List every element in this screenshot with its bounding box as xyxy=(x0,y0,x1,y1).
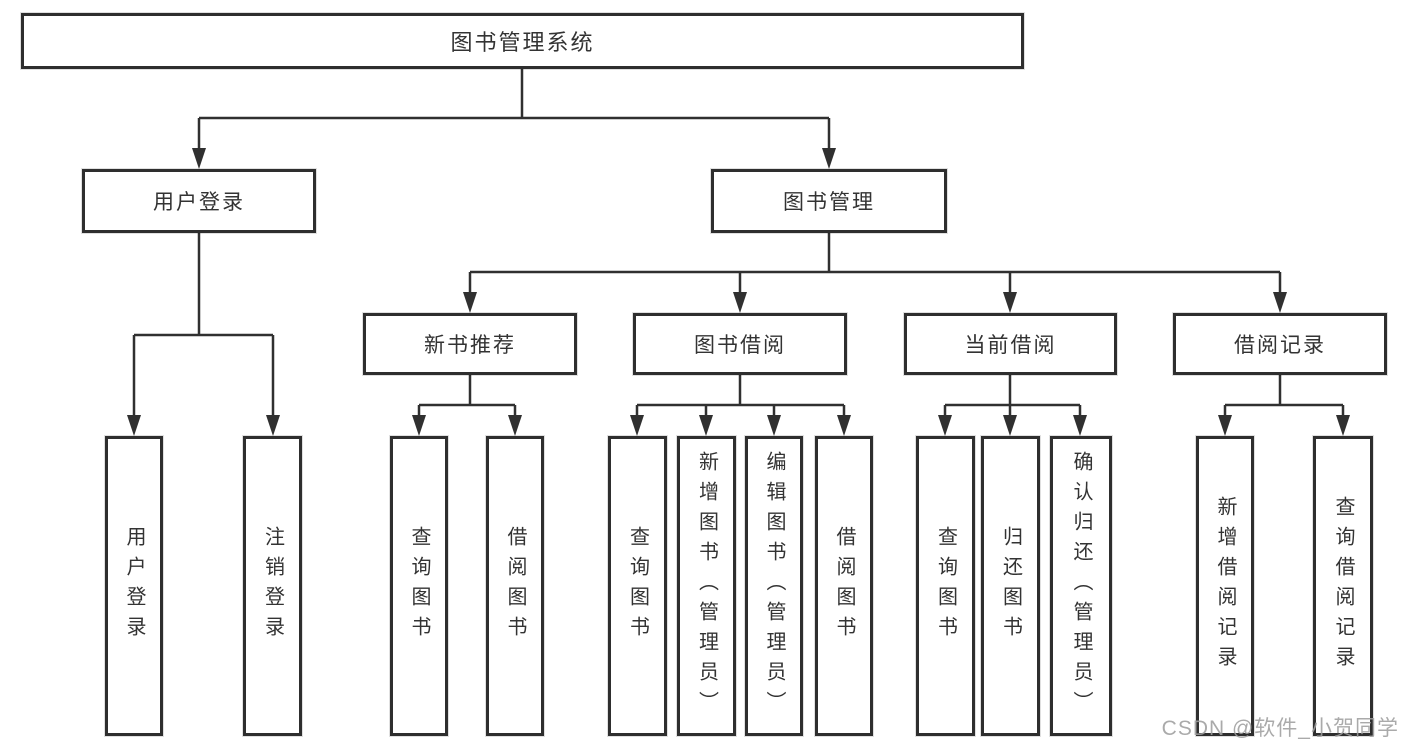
node-book-management: 图书管理 xyxy=(711,169,947,233)
node-new-book-recommend: 新书推荐 xyxy=(363,313,577,375)
connector-records-to-leaves xyxy=(1218,375,1350,436)
leaf-records-add-record: 新增借阅记录 xyxy=(1196,436,1254,736)
connector-management-to-level3 xyxy=(463,233,1287,313)
connector-recommend-to-leaves xyxy=(412,375,522,436)
node-current-borrow: 当前借阅 xyxy=(904,313,1117,375)
leaf-current-query-books: 查询图书 xyxy=(916,436,975,736)
connector-borrow-to-leaves xyxy=(630,375,851,436)
leaf-current-return-books: 归还图书 xyxy=(981,436,1040,736)
leaf-user-login: 用户登录 xyxy=(105,436,163,736)
leaf-borrow-query-books: 查询图书 xyxy=(608,436,667,736)
node-book-management-system: 图书管理系统 xyxy=(21,13,1024,69)
node-user-login: 用户登录 xyxy=(82,169,316,233)
connector-login-to-leaves xyxy=(127,233,280,436)
connector-root-to-level2 xyxy=(192,69,836,169)
leaf-borrow-add-books-admin: 新增图书（管理员） xyxy=(677,436,736,736)
leaf-records-query-record: 查询借阅记录 xyxy=(1313,436,1373,736)
node-book-borrow: 图书借阅 xyxy=(633,313,847,375)
leaf-borrow-edit-books-admin: 编辑图书（管理员） xyxy=(745,436,803,736)
watermark: CSDN @软件_小贺同学 xyxy=(1161,717,1399,740)
leaf-recommend-query-books: 查询图书 xyxy=(390,436,448,736)
connector-current-to-leaves xyxy=(938,375,1087,436)
leaf-recommend-borrow-books: 借阅图书 xyxy=(486,436,544,736)
leaf-logout: 注销登录 xyxy=(243,436,302,736)
leaf-current-confirm-return-admin: 确认归还（管理员） xyxy=(1050,436,1112,736)
leaf-borrow-borrow-books: 借阅图书 xyxy=(815,436,873,736)
node-borrow-records: 借阅记录 xyxy=(1173,313,1387,375)
